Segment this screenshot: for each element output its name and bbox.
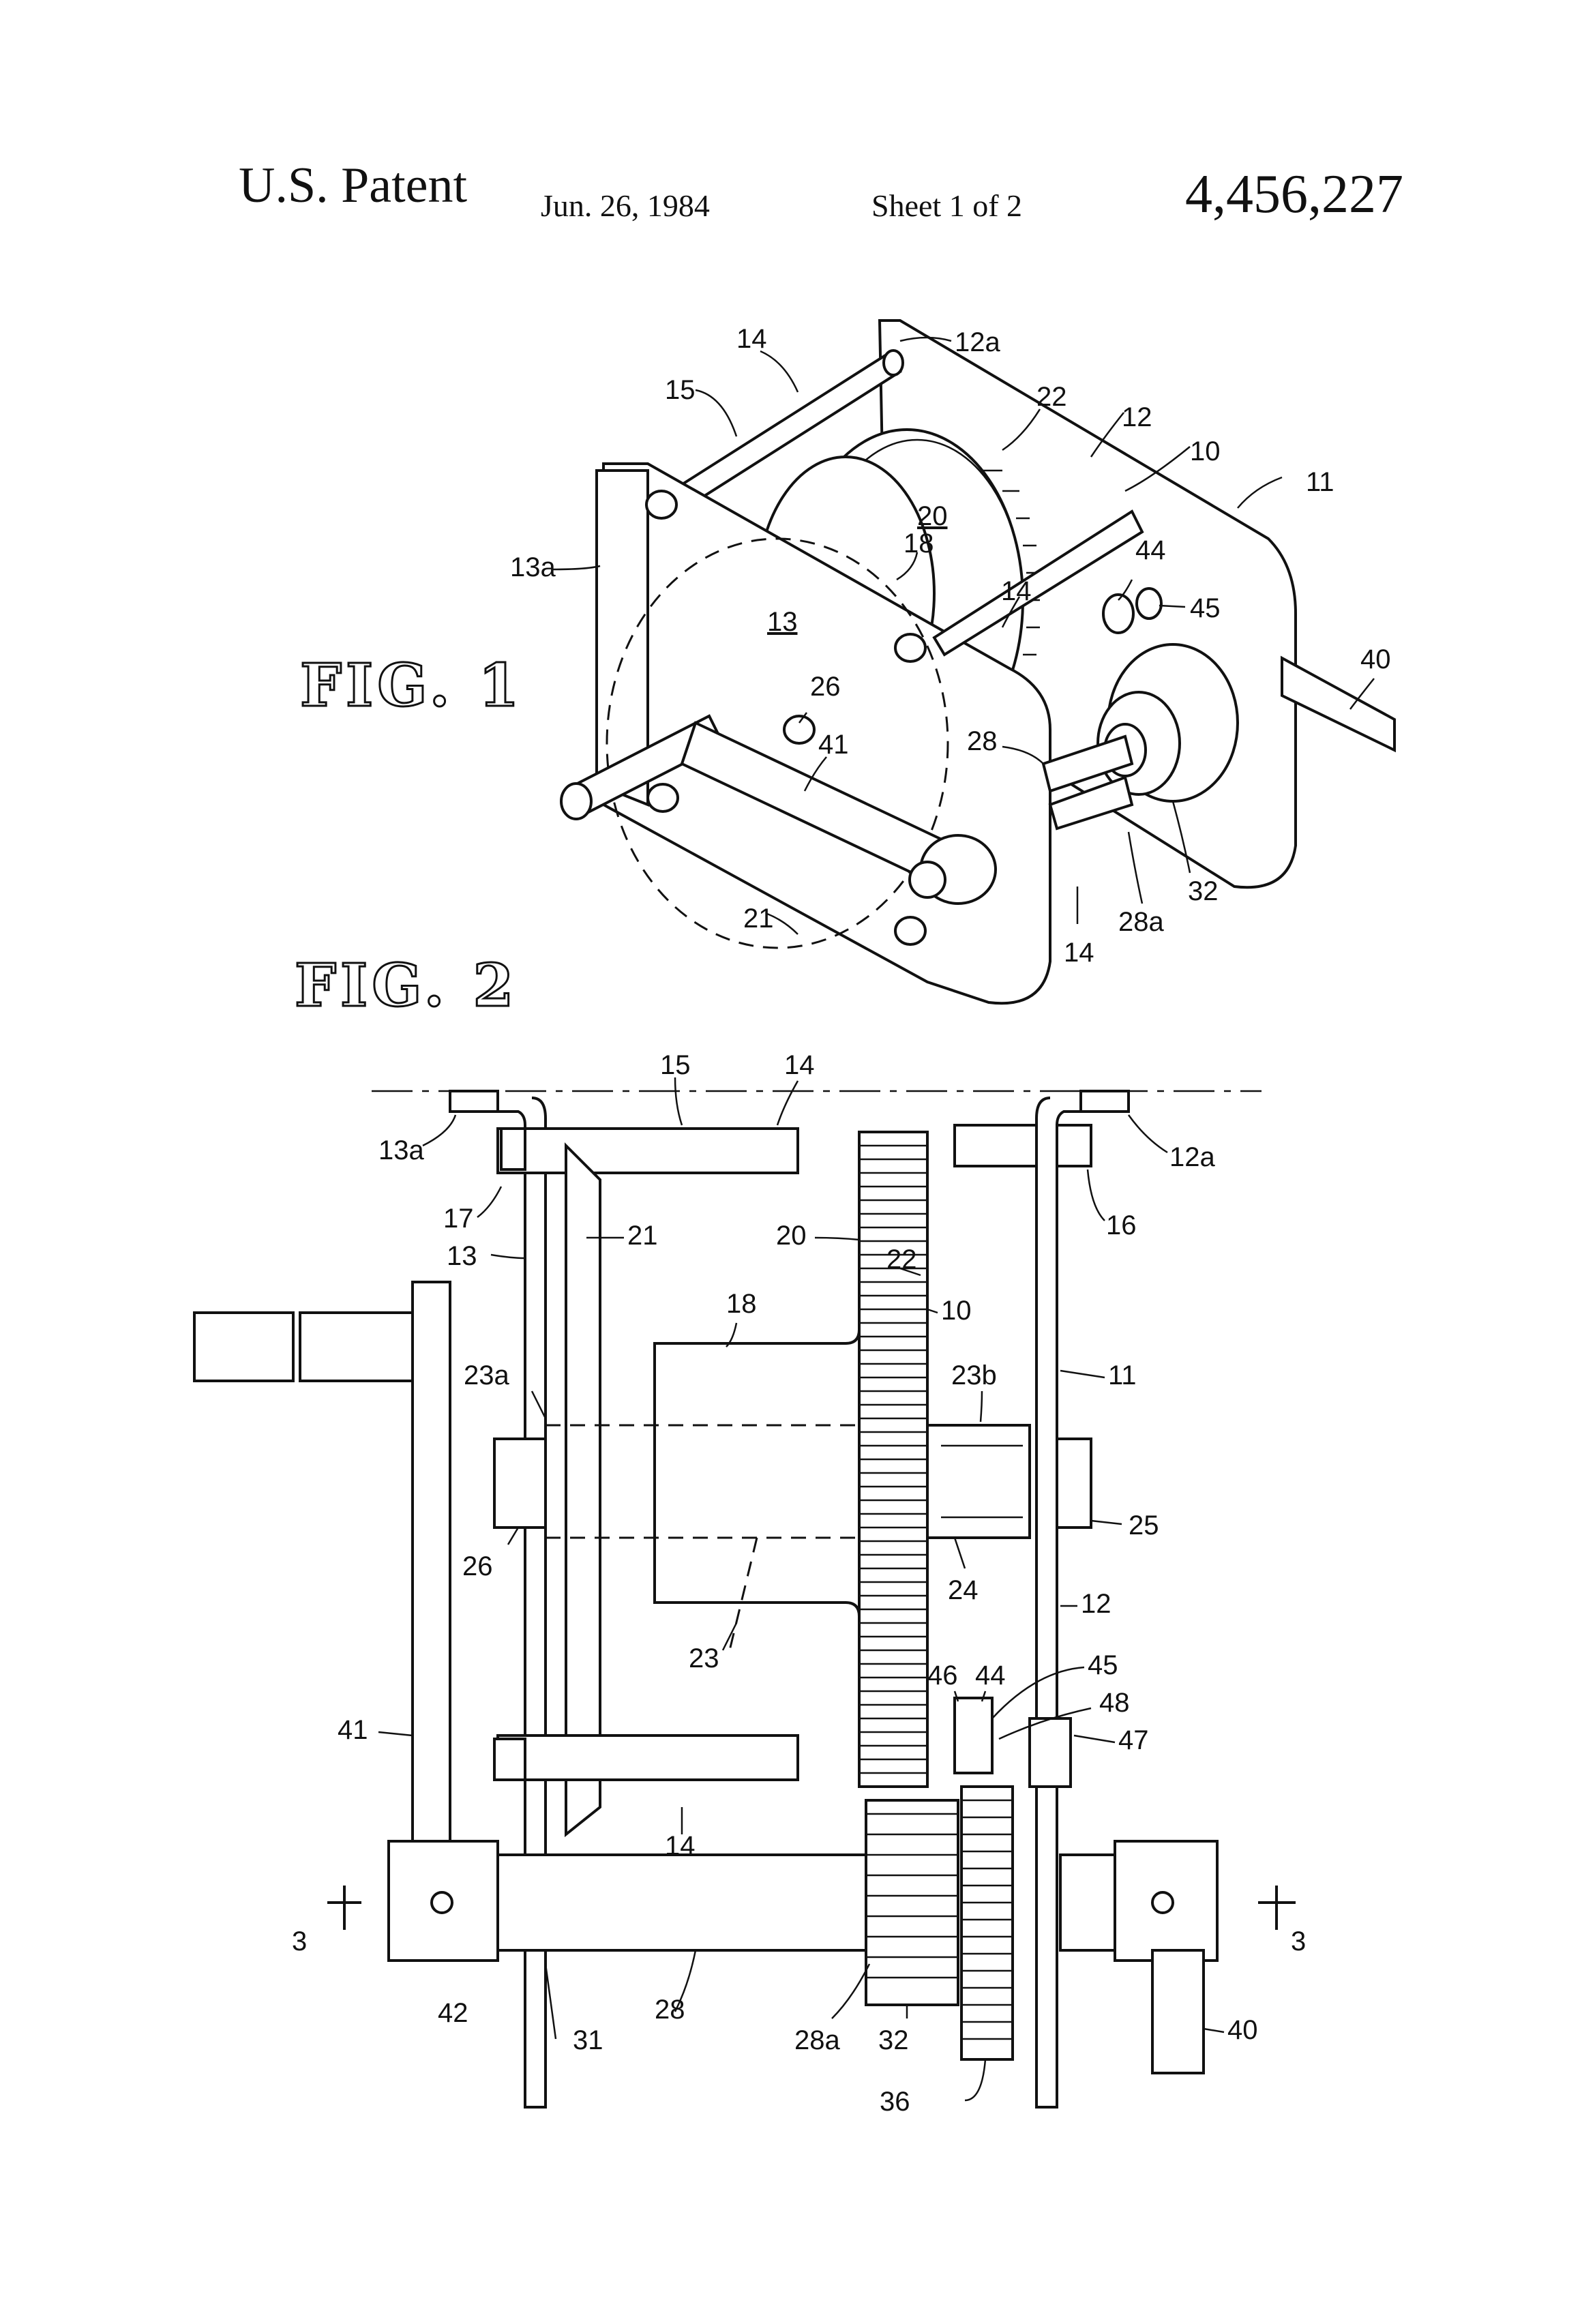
fig1-label: 14	[1001, 576, 1032, 606]
fig2-label: 10	[941, 1296, 972, 1326]
fig2-label: 16	[1106, 1210, 1137, 1240]
fig2-label: 11	[1108, 1360, 1137, 1390]
fig1-label: 40	[1360, 644, 1391, 674]
fig2-label: 46	[927, 1660, 958, 1690]
fig2-label: 23b	[951, 1360, 997, 1390]
fig1-label: 28	[967, 726, 998, 756]
fig1-label: 21	[743, 904, 774, 934]
fig2-label: 36	[880, 2087, 910, 2117]
fig2-label: 31	[573, 2025, 603, 2055]
fig1-drawing	[561, 321, 1394, 1003]
fig2-label: 22	[886, 1245, 917, 1275]
fig1-label: 28a	[1118, 907, 1164, 937]
fig1-label: 18	[904, 528, 934, 558]
fig2-label: 15	[660, 1050, 691, 1080]
fig2-label: 14	[665, 1831, 696, 1861]
fig1-label: 15	[665, 375, 696, 405]
fig2-label: 48	[1099, 1688, 1130, 1718]
fig1-label: 41	[818, 730, 849, 760]
fig1-label: 20	[917, 501, 948, 531]
fig1-label: 32	[1188, 876, 1219, 906]
fig2-label: 32	[878, 2025, 909, 2055]
fig2-label: 3	[1291, 1926, 1306, 1956]
fig2-drawing	[194, 1091, 1296, 2107]
fig2-label: 12	[1081, 1589, 1111, 1619]
fig2-label: 23	[689, 1643, 719, 1673]
fig1-label: 26	[810, 672, 841, 702]
fig2-label: 21	[627, 1221, 658, 1251]
fig2-label: 41	[338, 1715, 368, 1745]
fig2-label: 28a	[794, 2025, 840, 2055]
fig1-label: 12a	[955, 327, 1000, 357]
fig1-label: 13	[767, 607, 798, 637]
fig2-label: 13a	[378, 1135, 424, 1165]
fig2-label: 42	[438, 1998, 468, 2028]
fig1-label: 14	[736, 324, 767, 354]
fig1-label: 11	[1306, 467, 1334, 497]
fig2-label: 12a	[1169, 1142, 1215, 1172]
fig2-label: 45	[1088, 1650, 1118, 1680]
fig1-label: 22	[1036, 382, 1067, 412]
fig2-label: 14	[784, 1050, 815, 1080]
fig1-label: 13a	[510, 552, 556, 582]
fig2-label: 40	[1227, 2015, 1258, 2045]
fig2-label: 26	[462, 1551, 493, 1581]
fig2-label: 17	[443, 1204, 474, 1234]
fig1-title: FIG. 1	[300, 651, 523, 720]
fig2-label: 18	[726, 1289, 757, 1319]
fig2-label: 44	[975, 1660, 1006, 1690]
fig1-label: 14	[1064, 938, 1094, 968]
fig2-label: 24	[948, 1575, 979, 1605]
fig2-title: FIG. 2	[295, 951, 518, 1020]
fig1-label: 45	[1190, 593, 1221, 623]
fig2-label: 13	[447, 1241, 477, 1271]
fig1-label: 12	[1122, 402, 1152, 432]
fig1-label: 10	[1190, 436, 1221, 466]
fig2-label: 23a	[464, 1360, 509, 1390]
fig2-label: 25	[1129, 1510, 1159, 1540]
fig1-label: 44	[1135, 535, 1166, 565]
fig2-label: 28	[655, 1995, 685, 2025]
fig2-label: 3	[292, 1926, 307, 1956]
fig2-label: 47	[1118, 1725, 1149, 1755]
fig2-label: 20	[776, 1221, 807, 1251]
